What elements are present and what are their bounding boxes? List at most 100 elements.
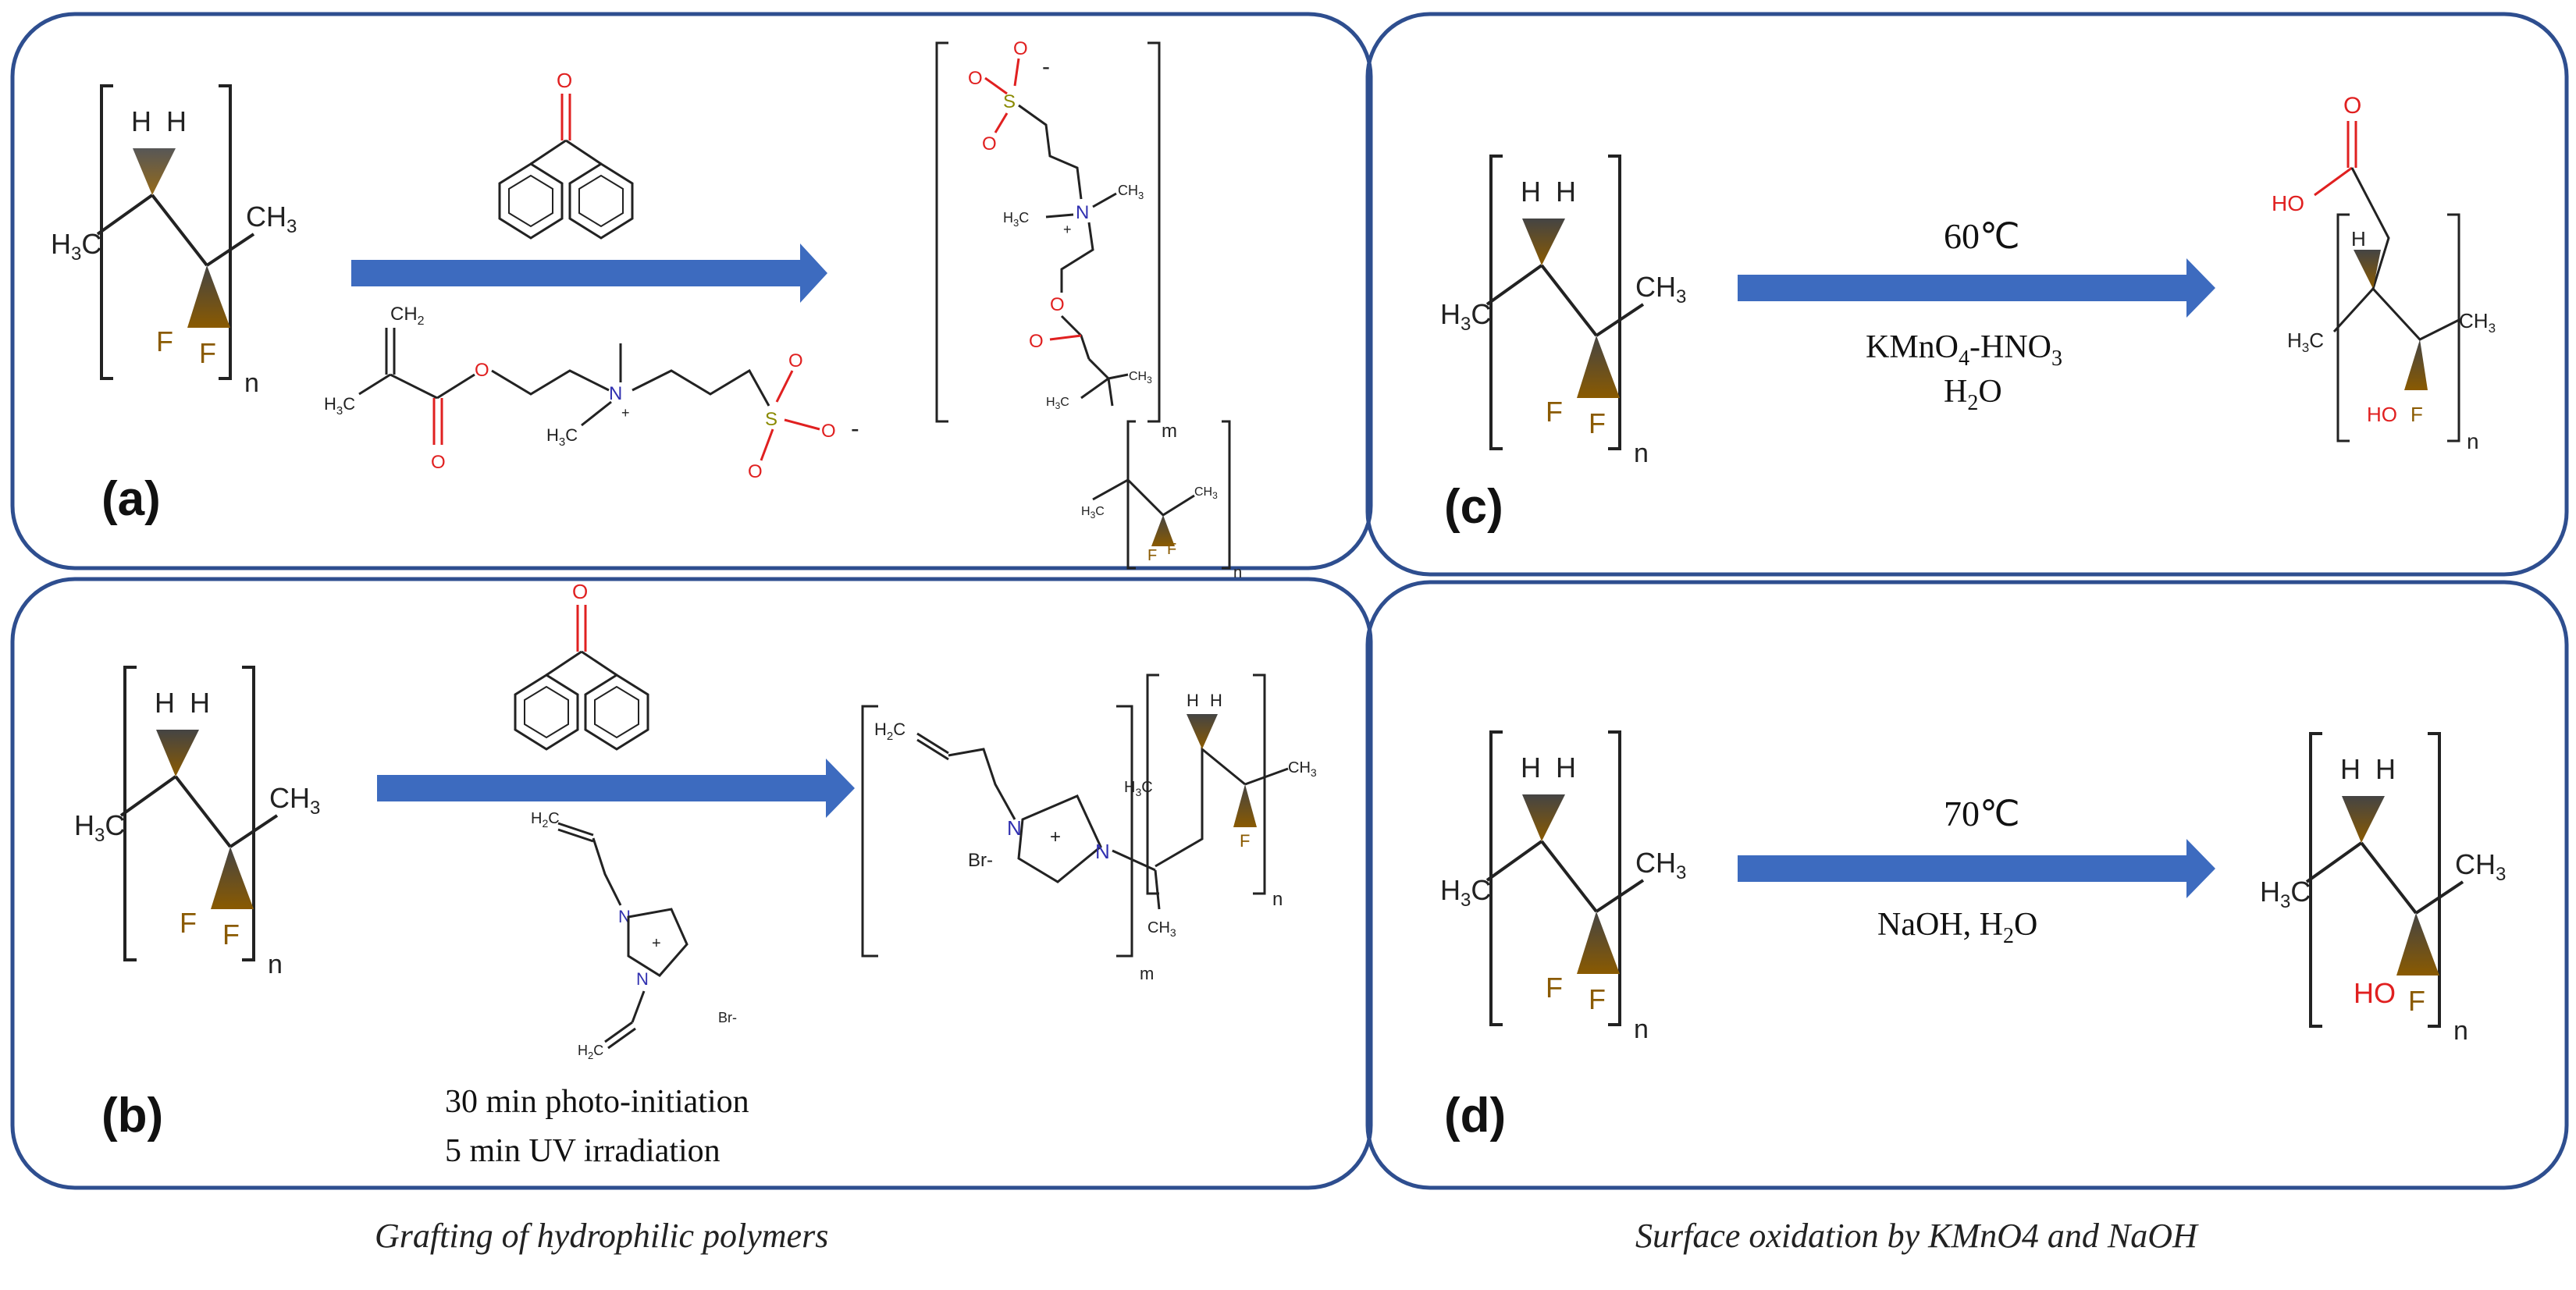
svg-text:H: H bbox=[190, 687, 210, 719]
svg-text:F: F bbox=[1589, 407, 1606, 439]
svg-text:n: n bbox=[1634, 1015, 1649, 1044]
arrow-d bbox=[1738, 839, 2215, 898]
panel-a-box bbox=[10, 12, 1373, 570]
svg-text:H2C: H2C bbox=[531, 810, 560, 830]
pvdf-unit-a: H H H3C CH3 F F n bbox=[51, 84, 297, 398]
svg-text:CH3: CH3 bbox=[1118, 183, 1144, 201]
svg-text:H: H bbox=[155, 687, 175, 719]
svg-text:N: N bbox=[1076, 202, 1089, 223]
arrow-a bbox=[351, 243, 827, 303]
svg-text:O: O bbox=[2343, 93, 2361, 119]
svg-text:N: N bbox=[636, 969, 649, 989]
svg-text:F: F bbox=[180, 907, 197, 939]
svg-text:H2C: H2C bbox=[874, 720, 906, 743]
svg-text:H: H bbox=[1556, 752, 1576, 784]
svg-text:H3C: H3C bbox=[74, 809, 125, 846]
panel-d-label: (d) bbox=[1444, 1089, 1506, 1143]
svg-text:H3C: H3C bbox=[1440, 298, 1491, 335]
svg-text:H: H bbox=[1187, 691, 1199, 710]
svg-text:O: O bbox=[1050, 294, 1065, 315]
svg-text:F: F bbox=[2411, 403, 2423, 426]
product-c: O HO H H3C CH3 HO F n bbox=[2272, 93, 2496, 453]
svg-text:H: H bbox=[166, 105, 187, 137]
product-b: H2C N + N Br- CH3 m H H CH3 H3C F n bbox=[861, 673, 1317, 983]
svg-text:F: F bbox=[1589, 983, 1606, 1015]
svg-text:F: F bbox=[1167, 541, 1176, 558]
svg-text:n: n bbox=[2453, 1016, 2468, 1046]
svg-text:O: O bbox=[557, 69, 572, 92]
svg-text:N: N bbox=[1095, 840, 1110, 863]
svg-text:CH3: CH3 bbox=[269, 782, 320, 819]
svg-text:H3C: H3C bbox=[1003, 210, 1029, 229]
sulfobetaine-monomer: CH2 H3C O O N + H3C S O O O - bbox=[324, 304, 859, 482]
panel-d-box bbox=[1365, 580, 2569, 1190]
condition-c-solvent: H2O bbox=[1944, 374, 2002, 415]
svg-text:-: - bbox=[851, 414, 859, 442]
panel-b-box bbox=[10, 577, 1373, 1190]
svg-text:Br-: Br- bbox=[718, 1010, 737, 1025]
svg-text:O: O bbox=[982, 133, 997, 155]
svg-text:CH3: CH3 bbox=[1129, 370, 1152, 386]
svg-text:H: H bbox=[2375, 753, 2396, 785]
condition-c-reagent: KMnO4-HNO3 bbox=[1866, 329, 2062, 371]
svg-text:H: H bbox=[1521, 176, 1541, 208]
svg-text:n: n bbox=[244, 368, 259, 398]
pvdf-unit-b: H H H3C CH3 F F n bbox=[74, 666, 320, 979]
svg-text:O: O bbox=[572, 580, 588, 603]
svg-text:Br-: Br- bbox=[968, 850, 993, 871]
svg-text:O: O bbox=[968, 68, 983, 89]
svg-text:F: F bbox=[1546, 396, 1563, 428]
svg-text:n: n bbox=[268, 950, 283, 979]
svg-text:-: - bbox=[1042, 54, 1050, 80]
svg-text:F: F bbox=[1240, 831, 1250, 851]
svg-text:+: + bbox=[621, 405, 630, 421]
imidazolium-monomer: H2C N + N H2C Br- bbox=[531, 810, 737, 1061]
svg-text:n: n bbox=[1634, 439, 1649, 468]
svg-text:HO: HO bbox=[2367, 403, 2397, 426]
svg-text:O: O bbox=[431, 452, 446, 473]
svg-text:H3C: H3C bbox=[1081, 505, 1105, 521]
svg-text:n: n bbox=[1272, 889, 1283, 910]
benzophenone-b: O bbox=[514, 580, 649, 751]
pvdf-unit-c: H H H3C CH3 F F n bbox=[1440, 155, 1686, 468]
svg-text:O: O bbox=[1013, 38, 1028, 59]
svg-text:H3C: H3C bbox=[1046, 396, 1069, 411]
svg-text:N: N bbox=[609, 383, 622, 404]
arrow-b bbox=[377, 759, 855, 818]
condition-b-1: 30 min photo-initiation bbox=[445, 1084, 749, 1120]
svg-text:F: F bbox=[199, 337, 216, 369]
svg-text:H: H bbox=[1521, 752, 1541, 784]
caption-right: Surface oxidation by KMnO4 and NaOH bbox=[1635, 1217, 2197, 1255]
svg-text:O: O bbox=[788, 350, 803, 371]
panel-a-label: (a) bbox=[101, 472, 161, 526]
panel-c-label: (c) bbox=[1444, 480, 1503, 534]
svg-text:H3C: H3C bbox=[1440, 874, 1491, 911]
svg-text:N: N bbox=[1007, 816, 1022, 840]
svg-text:S: S bbox=[765, 409, 777, 430]
panel-b-label: (b) bbox=[101, 1089, 163, 1143]
benzophenone-a: O bbox=[498, 69, 634, 240]
svg-text:+: + bbox=[652, 935, 661, 952]
svg-text:CH3: CH3 bbox=[1288, 759, 1317, 779]
product-d: H H H3C CH3 HO F n bbox=[2260, 732, 2506, 1046]
svg-text:H: H bbox=[2351, 227, 2366, 251]
svg-text:H3C: H3C bbox=[324, 394, 355, 418]
svg-text:F: F bbox=[156, 325, 173, 357]
svg-text:H: H bbox=[1210, 691, 1222, 710]
svg-text:H3C: H3C bbox=[51, 228, 101, 265]
svg-text:H: H bbox=[2340, 753, 2361, 785]
svg-text:m: m bbox=[1162, 421, 1177, 442]
svg-text:F: F bbox=[1147, 547, 1157, 564]
svg-text:CH3: CH3 bbox=[2459, 309, 2496, 336]
svg-text:CH3: CH3 bbox=[2455, 848, 2506, 885]
product-a: O S O - O N + CH3 H3C O O CH3 H3C m H3C … bbox=[935, 38, 1242, 581]
svg-text:CH3: CH3 bbox=[1147, 919, 1176, 939]
svg-text:H: H bbox=[131, 105, 151, 137]
caption-left: Grafting of hydrophilic polymers bbox=[375, 1217, 829, 1255]
svg-text:HO: HO bbox=[2272, 191, 2304, 215]
svg-text:F: F bbox=[222, 919, 240, 951]
svg-text:F: F bbox=[2408, 985, 2425, 1017]
svg-text:CH3: CH3 bbox=[1635, 271, 1686, 307]
arrow-c bbox=[1738, 258, 2215, 318]
